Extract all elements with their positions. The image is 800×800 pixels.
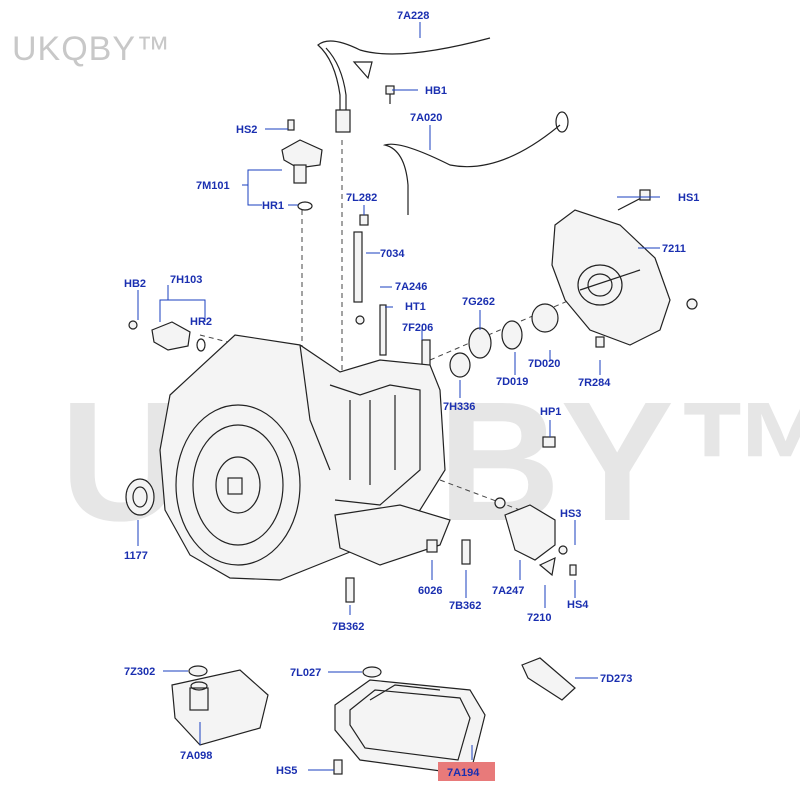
label-1177: 1177 bbox=[124, 550, 148, 562]
oil-pan-7a194-part bbox=[334, 679, 486, 776]
connector-7d273-part bbox=[521, 657, 576, 701]
bolt-7r284-part bbox=[595, 336, 605, 348]
filter-7a098-part bbox=[171, 669, 269, 746]
label-hb2: HB2 bbox=[124, 278, 146, 290]
label-7b362-left: 7B362 bbox=[332, 621, 364, 633]
plug-hp1-part bbox=[542, 436, 556, 448]
label-7f206: 7F206 bbox=[402, 322, 433, 334]
shift-rod-part bbox=[353, 214, 369, 303]
label-7z302: 7Z302 bbox=[124, 666, 155, 678]
bolt-hs3-part bbox=[558, 545, 568, 555]
label-7d019: 7D019 bbox=[496, 376, 528, 388]
label-hs5: HS5 bbox=[276, 765, 297, 777]
seal-1177-part bbox=[125, 478, 155, 516]
label-7210: 7210 bbox=[527, 612, 551, 624]
seal-7h336-part bbox=[449, 352, 471, 378]
case-pan-flange-part bbox=[334, 504, 451, 566]
label-6026: 6026 bbox=[418, 585, 442, 597]
label-hb1: HB1 bbox=[425, 85, 447, 97]
brand-logo: UKQBY™ bbox=[12, 30, 171, 68]
o-ring-hr1-part bbox=[297, 201, 313, 211]
ring-7d019-part bbox=[501, 320, 523, 350]
lever-7210-part bbox=[538, 556, 556, 577]
bolt-hb1-part bbox=[385, 85, 395, 104]
speed-sensor-7m101-part bbox=[281, 119, 323, 184]
label-hr1: HR1 bbox=[262, 200, 284, 212]
label-7r284: 7R284 bbox=[578, 377, 611, 389]
seal-7z302-part bbox=[188, 665, 208, 677]
label-7a020: 7A020 bbox=[410, 112, 442, 124]
bolt-hs5-part bbox=[333, 759, 343, 775]
label-7034: 7034 bbox=[380, 248, 405, 260]
manual-valve-7a247-part bbox=[494, 497, 556, 561]
bolt-7211-part bbox=[686, 298, 698, 310]
bolt-hs4-part bbox=[569, 564, 577, 576]
label-7d273: 7D273 bbox=[600, 673, 632, 685]
pin-7b362-part bbox=[345, 577, 355, 603]
label-7h103: 7H103 bbox=[170, 274, 202, 286]
label-hs3: HS3 bbox=[560, 508, 581, 520]
label-hs4: HS4 bbox=[567, 599, 589, 611]
ring-7d020-part bbox=[531, 303, 559, 333]
label-7g262: 7G262 bbox=[462, 296, 495, 308]
label-hs1: HS1 bbox=[678, 192, 699, 204]
sensor-7h103-part bbox=[128, 320, 206, 352]
extension-housing-part bbox=[551, 209, 671, 346]
highlight-7a194 bbox=[438, 762, 495, 781]
label-ht1: HT1 bbox=[405, 301, 426, 313]
label-7211: 7211 bbox=[662, 243, 686, 255]
label-7d020: 7D020 bbox=[528, 358, 560, 370]
label-7l282: 7L282 bbox=[346, 192, 377, 204]
label-hs2: HS2 bbox=[236, 124, 257, 136]
label-7l027: 7L027 bbox=[290, 667, 321, 679]
seal-7g262-part bbox=[468, 327, 492, 359]
label-7b362-right: 7B362 bbox=[449, 600, 481, 612]
plug-6026-part bbox=[426, 539, 438, 553]
label-hp1: HP1 bbox=[540, 406, 561, 418]
label-7m101: 7M101 bbox=[196, 180, 230, 192]
label-7a098: 7A098 bbox=[180, 750, 212, 762]
label-7a246: 7A246 bbox=[395, 281, 427, 293]
pin-7b362-part bbox=[461, 539, 471, 565]
label-hr2: HR2 bbox=[190, 316, 212, 328]
dipstick-tube-part bbox=[317, 37, 491, 133]
label-7a194: 7A194 bbox=[447, 767, 480, 779]
label-7a228: 7A228 bbox=[397, 10, 429, 22]
dipstick-part bbox=[382, 111, 569, 215]
gasket-7l027-part bbox=[362, 666, 382, 678]
label-7h336: 7H336 bbox=[443, 401, 475, 413]
stud-ht1-part bbox=[379, 304, 387, 356]
bolt-7a246-part bbox=[355, 315, 365, 325]
label-7a247: 7A247 bbox=[492, 585, 524, 597]
bolt-hs1-part bbox=[617, 189, 651, 211]
